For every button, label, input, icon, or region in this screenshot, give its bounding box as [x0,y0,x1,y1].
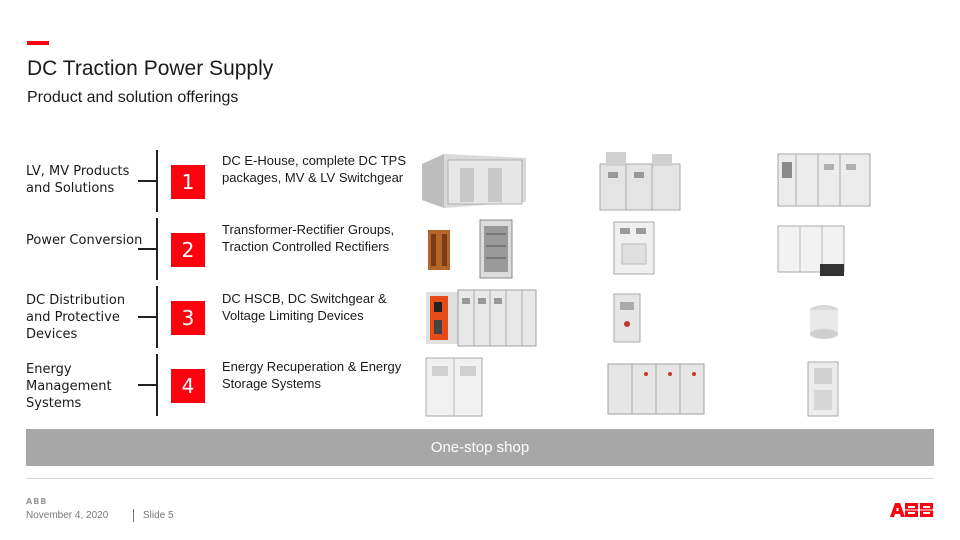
footer-divider [26,478,934,479]
footer-separator [133,509,134,522]
category-divider [156,286,158,348]
page-title: DC Traction Power Supply [27,57,274,80]
category-divider [156,218,158,280]
offering-row-3: DC Distribution and Protective Devices 3… [0,284,960,350]
abb-logo [890,503,934,517]
number-badge: 1 [171,165,205,199]
category-divider [156,354,158,416]
footer-date: November 4, 2020 [26,510,109,521]
e-house-image [422,154,526,208]
controlled-rectifier-image [613,221,655,275]
category-divider [156,150,158,212]
footer-slide-number: Slide 5 [143,510,174,521]
category-label: LV, MV Products and Solutions [26,164,130,196]
page-subtitle: Product and solution offerings [27,89,239,106]
number-badge: 2 [171,233,205,267]
number-badge: 4 [171,369,205,403]
one-stop-shop-banner: One-stop shop [26,429,934,466]
offering-row-4: Energy Management Systems 4 Energy Recup… [0,352,960,418]
banner-text: One-stop shop [430,439,530,456]
offering-description: Energy Recuperation & Energy Storage Sys… [222,359,402,391]
rectifier-cabinet-image [777,225,845,276]
category-label: Energy Management Systems [26,362,112,411]
title-accent-bar [27,41,49,45]
storage-cabinet-image [807,361,839,417]
surge-arrester-image [810,305,838,339]
offering-row-2: Power Conversion 2 Transformer-Rectifier… [0,216,960,282]
switchgear-image [599,152,681,211]
connector-line [138,180,157,182]
connector-line [138,248,157,250]
lv-switchgear-image [777,153,871,207]
dc-hscb-image [426,292,458,344]
connector-line [138,316,157,318]
connector-line [138,384,157,386]
rectifier-image [479,219,513,279]
energy-recuperation-image [425,357,483,417]
number-badge: 3 [171,301,205,335]
offering-description: Transformer-Rectifier Groups, Traction C… [222,222,395,254]
voltage-limiting-device-image [613,293,641,343]
offering-description: DC HSCB, DC Switchgear & Voltage Limitin… [222,291,387,323]
energy-storage-image [607,363,705,415]
transformer-image [428,230,450,270]
dc-switchgear-image [457,289,537,347]
footer-logo-small: ABB [26,497,48,506]
offering-description: DC E-House, complete DC TPS packages, MV… [222,153,406,185]
category-label: DC Distribution and Protective Devices [26,293,126,342]
category-label: Power Conversion [26,233,143,248]
offering-row-1: LV, MV Products and Solutions 1 DC E-Hou… [0,148,960,214]
